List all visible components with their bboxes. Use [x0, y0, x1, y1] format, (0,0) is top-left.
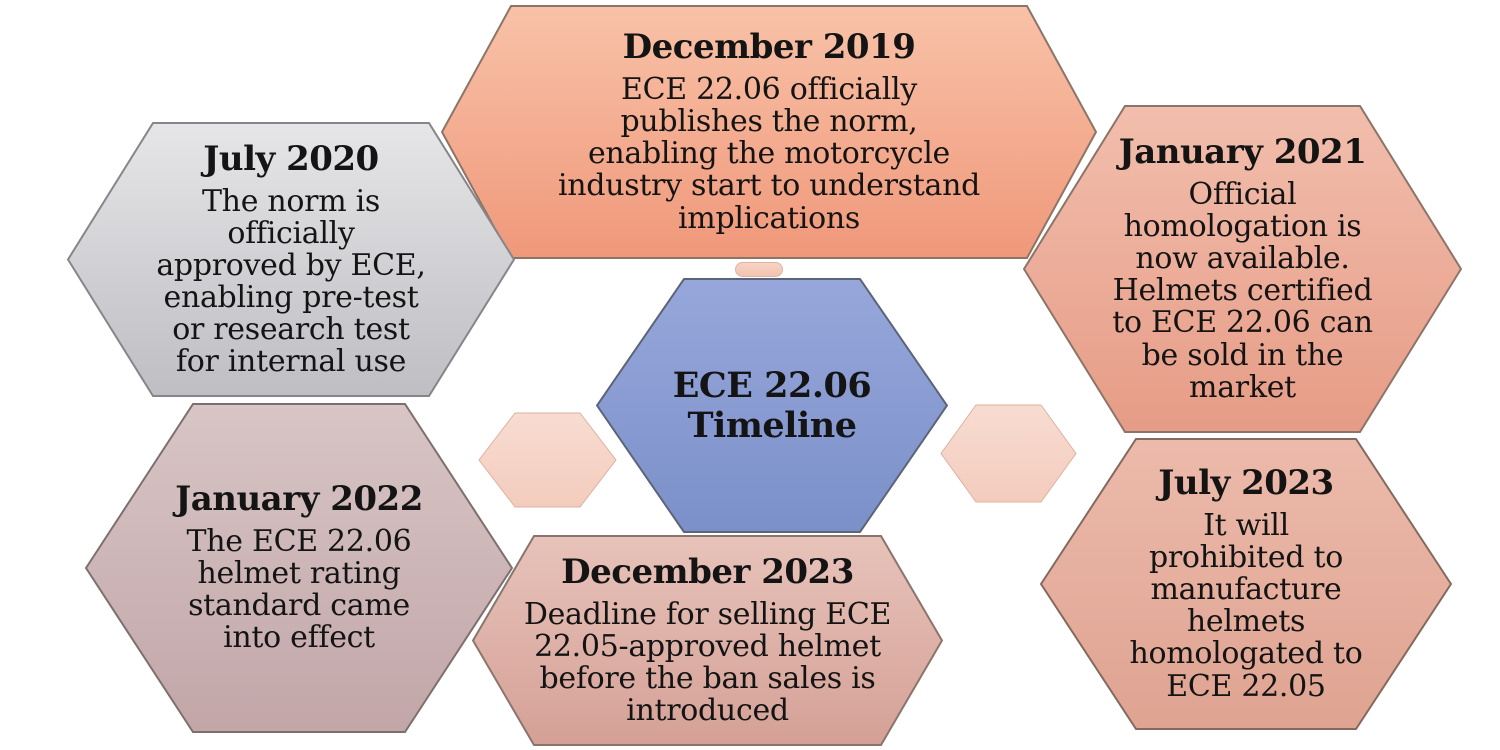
connector-hexagon-left-outline — [478, 412, 617, 508]
hexagon-content: July 2023 It will prohibited to manufact… — [1040, 438, 1452, 730]
hexagon-december-2023: December 2023 Deadline for selling ECE 2… — [472, 535, 943, 746]
connector-hexagon-left — [478, 412, 617, 508]
hexagon-july-2020: July 2020 The norm is officially approve… — [67, 122, 515, 397]
hexagon-content: December 2023 Deadline for selling ECE 2… — [472, 535, 943, 746]
hexagon-outline — [1023, 105, 1462, 433]
hexagon-shape — [1023, 105, 1462, 433]
hexagon-january-2022: January 2022 The ECE 22.06 helmet rating… — [85, 403, 513, 733]
hexagon-title: December 2023 — [561, 551, 854, 592]
connector-pill-shape — [735, 262, 783, 277]
hexagon-title: December 2019 — [622, 27, 916, 68]
hexagon-july-2023: July 2023 It will prohibited to manufact… — [1040, 438, 1452, 730]
hexagon-content: January 2022 The ECE 22.06 helmet rating… — [85, 403, 513, 733]
hexagon-shape — [596, 278, 948, 533]
hexagon-shape — [67, 122, 515, 397]
hexagon-title: January 2022 — [175, 479, 423, 520]
hexagon-body: The norm is officially approved by ECE, … — [156, 183, 426, 380]
hexagon-content: December 2019 ECE 22.06 officially publi… — [441, 5, 1097, 259]
connector-hexagon-left-shape — [478, 412, 617, 508]
connector-hexagon-right — [940, 404, 1077, 503]
hexagon-body: ECE 22.06 officially publishes the norm,… — [557, 72, 981, 236]
diagram-center-title: ECE 22.06 Timeline — [672, 365, 872, 446]
hexagon-body: Official homologation is now available. … — [1112, 177, 1373, 405]
hexagon-outline — [1040, 438, 1452, 730]
hexagon-outline — [472, 535, 943, 746]
hexagon-content: July 2020 The norm is officially approve… — [67, 122, 515, 397]
hexagon-title: January 2021 — [1118, 132, 1367, 173]
hexagon-title: July 2020 — [203, 138, 379, 179]
connector-pill-outline — [735, 262, 783, 277]
hexagon-january-2021: January 2021 Official homologation is no… — [1023, 105, 1462, 433]
hexagon-body: The ECE 22.06 helmet rating standard cam… — [186, 524, 412, 656]
connector-hexagon-right-shape — [940, 404, 1077, 503]
hexagon-december-2019: December 2019 ECE 22.06 officially publi… — [441, 5, 1097, 259]
hexagon-body: It will prohibited to manufacture helmet… — [1129, 508, 1363, 704]
hexagon-content: ECE 22.06 Timeline — [596, 278, 948, 533]
hexagon-outline — [441, 5, 1097, 259]
hexagon-center-title: ECE 22.06 Timeline — [596, 278, 948, 533]
hexagon-shape — [85, 403, 513, 733]
connector-hexagon-right-outline — [940, 404, 1077, 503]
hexagon-outline — [67, 122, 515, 397]
hexagon-body: Deadline for selling ECE 22.05-approved … — [523, 596, 892, 728]
hexagon-outline — [596, 278, 948, 533]
hexagon-shape — [441, 5, 1097, 259]
hexagon-shape — [472, 535, 943, 746]
connector-pill — [735, 262, 783, 277]
hexagon-content: January 2021 Official homologation is no… — [1023, 105, 1462, 433]
hexagon-shape — [1040, 438, 1452, 730]
hexagon-outline — [85, 403, 513, 733]
hexagon-title: July 2023 — [1158, 463, 1334, 504]
